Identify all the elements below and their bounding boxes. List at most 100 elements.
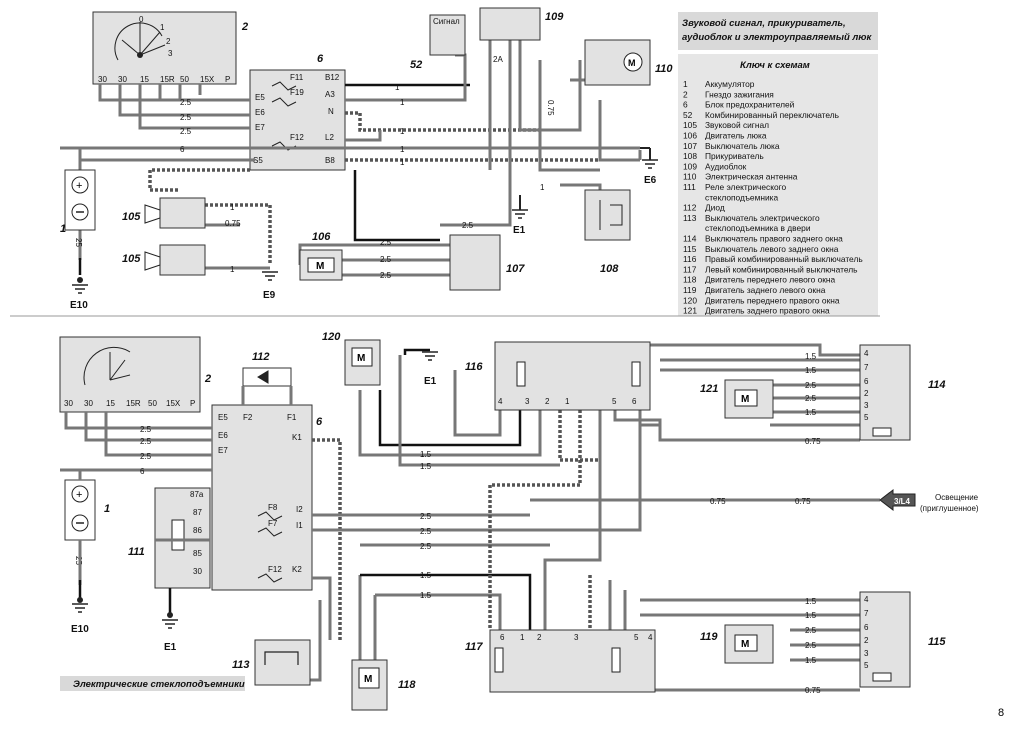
pin-e7: E7 [255, 123, 265, 132]
wire-label: 2.5 [420, 512, 432, 521]
ignition-pos-2: 2 [166, 37, 171, 46]
pin-label: 7 [864, 609, 869, 618]
pin-label: 4 [864, 595, 869, 604]
pin-i1: I1 [296, 521, 303, 530]
battery-plus-icon [71, 176, 89, 194]
terminal-label: 15 [140, 75, 149, 84]
pin-label: 2 [864, 389, 869, 398]
pin-k2: K2 [292, 565, 302, 574]
wire-label: 1 [400, 145, 405, 154]
wire-label: 2.5 [805, 641, 817, 650]
pin-label: 1 [520, 633, 525, 642]
header-box [678, 12, 878, 50]
wire-label: 1.5 [805, 352, 817, 361]
key-entry-number: 110 [683, 172, 697, 182]
key-entry-text: Двигатель заднего левого окна [705, 285, 826, 295]
horn-icon [144, 251, 161, 271]
bottom-title: Электрические стеклоподъемники [73, 679, 245, 690]
ignition-pos-3: 3 [168, 49, 173, 58]
pin-label: 6 [864, 623, 869, 632]
pin-label: 5 [612, 397, 617, 406]
terminal-label: 15R [126, 399, 141, 408]
key-entry-number: 105 [683, 120, 697, 130]
wire-label: 0.75 [546, 100, 555, 116]
component-1-label: 1 [104, 503, 110, 515]
component-108-label: 108 [600, 263, 619, 275]
relay-pin-87a: 87a [190, 490, 204, 499]
wire-label: 1 [230, 265, 235, 274]
wire-label: 1 [395, 83, 400, 92]
terminal-label: 15 [106, 399, 115, 408]
diode-icon [257, 370, 269, 384]
top-wires [60, 40, 642, 277]
wire-label: 6 [140, 467, 145, 476]
key-entry-text: Реле электрического [705, 182, 787, 192]
key-entry-number: 52 [683, 110, 693, 120]
ground-e1b-label: E1 [424, 376, 437, 387]
component-111-label: 111 [128, 546, 145, 558]
key-panel: Звуковой сигнал, прикуриватель, аудиобло… [678, 12, 878, 316]
key-entry-text: Гнездо зажигания [705, 89, 774, 99]
resistor-icon [872, 672, 892, 682]
wire-label: 2.5 [180, 113, 192, 122]
key-entry-number: 6 [683, 100, 688, 110]
horn-icon [144, 204, 161, 224]
pin-a3: A3 [325, 90, 335, 99]
pin-e5: E5 [255, 93, 265, 102]
wire-label: 1 [400, 98, 405, 107]
ignition-pos-1: 1 [160, 23, 165, 32]
pin-label: 6 [500, 633, 505, 642]
ground-e10-icon [72, 284, 88, 294]
lighter-icon [599, 200, 623, 230]
pin-label: 3 [525, 397, 530, 406]
component-113-label: 113 [232, 659, 250, 671]
ground-e9-icon [262, 271, 278, 281]
wire-label: 2.5 [805, 381, 817, 390]
fuse-f8: F8 [268, 503, 278, 512]
ground-e9-label: E9 [263, 290, 276, 301]
component-110-label: 110 [655, 63, 673, 75]
wire-label: 1.5 [420, 591, 432, 600]
component-105a-label: 105 [122, 211, 141, 223]
switch-117-pins: 6 1 2 3 5 4 [500, 633, 653, 642]
lighting-arrow-icon [879, 488, 916, 512]
terminal-label: 50 [180, 75, 189, 84]
pin-e6: E6 [218, 431, 228, 440]
signal-label: Сигнал [433, 17, 460, 26]
pin-label: 5 [634, 633, 639, 642]
component-52-label: 52 [410, 59, 422, 71]
relay-pin-30: 30 [193, 567, 202, 576]
fuse-f12: F12 [290, 133, 304, 142]
wire-label: 0.75 [805, 686, 821, 695]
terminal-label: 30 [98, 75, 107, 84]
wire-label: 2.5 [380, 271, 392, 280]
pin-label: 5 [864, 413, 869, 422]
pin-label: 5 [864, 661, 869, 670]
key-entry-number: 106 [683, 131, 697, 141]
switch-115 [859, 591, 911, 688]
wire-label: 1 [230, 203, 235, 212]
ground-e1-icon [422, 351, 438, 361]
pin-e6: E6 [255, 108, 265, 117]
key-entry-text: Выключатель люка [705, 141, 780, 151]
pin-f1: F1 [287, 413, 297, 422]
key-entry-number: 118 [683, 275, 697, 285]
motor-icon [358, 667, 380, 689]
ground-e6-icon [642, 159, 658, 169]
wire-label: 0.75 [795, 497, 811, 506]
component-115-label: 115 [928, 636, 946, 648]
ignition-terminal-row: 30 30 15 15R 50 15X P [98, 75, 230, 84]
terminal-label: 15R [160, 75, 175, 84]
wire-label: 2.5 [180, 127, 192, 136]
key-entry-text: Выключатель правого заднего окна [705, 234, 843, 244]
component-2-label: 2 [241, 21, 248, 33]
fuse-symbols [257, 511, 283, 583]
pin-label: 2 [537, 633, 542, 642]
wire-label: 1.5 [420, 450, 432, 459]
key-box [678, 54, 878, 316]
wire-label: 1.5 [805, 611, 817, 620]
key-entry-text: Прикуриватель [705, 151, 764, 161]
key-entry-text: Двигатель люка [705, 131, 767, 141]
bottom-diagram: 30 30 15 15R 50 15X P 2 6 E5 E6 E7 F2 F1… [59, 331, 979, 711]
